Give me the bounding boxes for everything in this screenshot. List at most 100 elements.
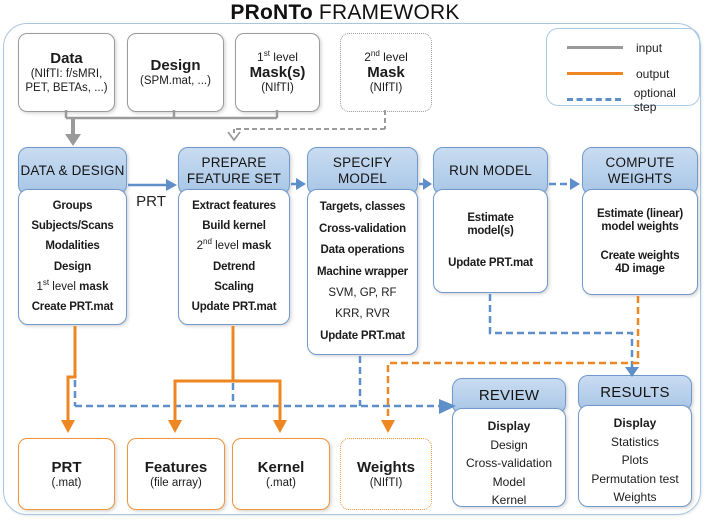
specify-item-data-operations: Data operations <box>320 244 405 257</box>
step-box-data-and-design: DATA & DESIGN Groups Subjects/Scans Moda… <box>18 147 127 325</box>
step-box-specify-model: SPECIFY MODEL Targets, classes Cross-val… <box>307 147 418 355</box>
output-box-kernel: Kernel (.mat) <box>232 438 330 510</box>
run-item-models: model(s) <box>467 225 514 237</box>
specify-item-machine-wrapper: Machine wrapper <box>317 265 408 278</box>
compute-item-model-weights: model weights <box>601 221 679 234</box>
prepare-body: Extract features Build kernel 2nd level … <box>178 189 290 325</box>
weights-box-title: Weights <box>356 458 416 476</box>
specify-item-svm-gp-rf: SVM, GP, RF <box>328 286 397 299</box>
run-model-body: Estimate model(s) Update PRT.mat <box>433 189 548 293</box>
run-item-estimate: Estimate <box>467 212 514 224</box>
kernel-box-title: Kernel <box>257 458 305 476</box>
step-box-prepare-feature-set: PREPARE FEATURE SET Extract features Bui… <box>178 147 290 325</box>
mask2-box-desc: (NIfTI) <box>369 82 403 94</box>
specify-header: SPECIFY MODEL <box>307 147 418 195</box>
mask1-box-level: 1st level <box>257 49 298 65</box>
dd-item-subjects-scans: Subjects/Scans <box>31 220 114 233</box>
specify-body: Targets, classes Cross-validation Data o… <box>307 189 418 355</box>
mask1-level-num: 1 <box>257 50 264 64</box>
data-box-title: Data <box>50 50 83 67</box>
dd-mask-bold: mask <box>79 280 109 293</box>
review-box: REVIEW Display Design Cross-validation M… <box>452 378 566 507</box>
specify-item-update-prt: Update PRT.mat <box>320 329 405 342</box>
prepare-item-extract-features: Extract features <box>192 200 276 213</box>
output-box-features: Features (file array) <box>127 438 225 510</box>
compute-weights-body: Estimate (linear) model weights Create w… <box>582 189 698 295</box>
compute-item-4d-image: 4D image <box>615 262 665 275</box>
dd-mask-sup: st <box>42 277 50 287</box>
data-box-desc-line1: (NIfTI: f/sMRI, <box>30 68 103 80</box>
dd-mask-num: 1 <box>36 280 43 293</box>
kernel-box-desc: (.mat) <box>265 476 297 489</box>
review-item-model: Model <box>492 474 526 489</box>
results-body: Display Statistics Plots Permutation tes… <box>578 405 692 507</box>
review-item-design: Design <box>490 437 528 452</box>
dd-item-groups: Groups <box>52 200 93 213</box>
optional-line-swatch <box>567 98 621 101</box>
dd-item-design: Design <box>53 260 92 273</box>
results-box: RESULTS Display Statistics Plots Permuta… <box>578 375 692 507</box>
review-item-cross-validation: Cross-validation <box>465 456 553 470</box>
prt-box-desc: (.mat) <box>51 476 82 489</box>
review-item-kernel: Kernel <box>491 493 527 507</box>
data-box-desc-line2: PET, BETAs, ...) <box>25 82 108 94</box>
results-item-plots: Plots <box>621 453 649 467</box>
compute-item-estimate-weights: Estimate (linear) model weights <box>583 208 697 234</box>
prepare-mask-sup: nd <box>203 237 212 247</box>
step-box-run-model: RUN MODEL Estimate model(s) Update PRT.m… <box>433 147 548 293</box>
data-design-body: Groups Subjects/Scans Modalities Design … <box>18 189 127 325</box>
legend-label-output: output <box>636 66 670 81</box>
legend-item-optional: optional step <box>567 85 699 114</box>
specify-item-cross-validation: Cross-validation <box>319 222 406 235</box>
compute-weights-header: COMPUTE WEIGHTS <box>582 147 698 195</box>
design-box-desc: (SPM.mat, ...) <box>140 75 211 87</box>
compute-header-line2: WEIGHTS <box>607 171 673 186</box>
title-rest: FRAMEWORK <box>312 1 460 24</box>
legend-box: input output optional step <box>546 28 700 114</box>
prepare-mask-num: 2 <box>196 240 204 253</box>
legend-item-input: input <box>567 36 699 59</box>
mask2-box-level: 2nd level <box>364 50 408 65</box>
compute-item-create-image: Create weights 4D image <box>583 250 697 276</box>
diagram-frame <box>3 23 701 515</box>
mask1-level-rest: level <box>269 50 298 64</box>
run-model-header: RUN MODEL <box>433 147 548 195</box>
prt-box-title: PRT <box>51 458 82 476</box>
prepare-header-line1: PREPARE <box>201 155 267 170</box>
output-box-prt: PRT (.mat) <box>18 438 115 510</box>
prepare-header-line2: FEATURE SET <box>186 171 282 186</box>
prepare-item-detrend: Detrend <box>212 260 256 273</box>
output-line-swatch <box>567 72 623 75</box>
specify-item-targets-classes: Targets, classes <box>319 201 406 214</box>
features-box-title: Features <box>144 458 208 476</box>
review-item-display: Display <box>487 419 531 433</box>
legend-label-optional: optional step <box>633 85 676 114</box>
legend-item-output: output <box>567 62 699 85</box>
prepare-item-scaling: Scaling <box>214 280 254 293</box>
legend-label-input: input <box>636 40 663 55</box>
compute-header-line1: COMPUTE <box>605 155 675 170</box>
diagram-title: PRoNTo FRAMEWORK <box>0 1 690 25</box>
input-box-mask-1st-level: 1st level Mask(s) (NIfTI) <box>235 33 320 112</box>
review-body: Display Design Cross-validation Model Ke… <box>452 408 566 507</box>
dd-item-1st-level-mask: 1st level mask <box>19 277 126 294</box>
compute-item-estimate-linear: Estimate (linear) <box>596 208 684 221</box>
input-line-swatch <box>567 46 623 49</box>
mask2-box-title: Mask <box>367 64 405 81</box>
dd-item-create-prt: Create PRT.mat <box>31 300 114 313</box>
specify-header-line1: SPECIFY <box>332 155 393 170</box>
specify-header-line2: MODEL <box>337 171 387 186</box>
title-brand: PRoNTo <box>230 1 313 24</box>
prepare-item-update-prt: Update PRT.mat <box>191 300 277 313</box>
dd-mask-mid: level <box>49 280 80 293</box>
mask1-level-sup: st <box>263 49 270 58</box>
output-box-weights: Weights (NIfTI) <box>340 438 432 510</box>
prepare-item-build-kernel: Build kernel <box>202 220 266 233</box>
data-design-header: DATA & DESIGN <box>18 147 127 195</box>
prt-arrow-label: PRT <box>136 193 166 210</box>
features-box-desc: (file array) <box>150 476 202 489</box>
mask2-level-num: 2 <box>364 50 371 64</box>
input-box-data: Data (NIfTI: f/sMRI, PET, BETAs, ...) <box>18 33 115 112</box>
input-box-mask-2nd-level: 2nd level Mask (NIfTI) <box>340 33 432 112</box>
